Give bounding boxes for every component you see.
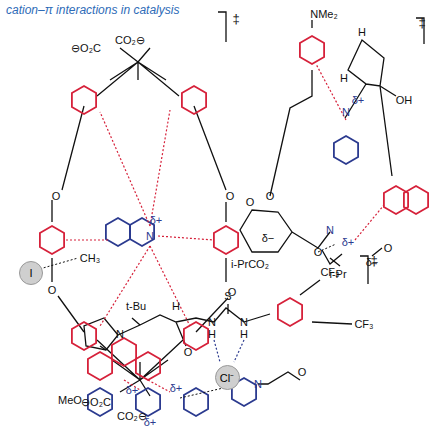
atom-label: i-PrCO₂ [231,259,269,270]
atom-label: H [358,27,366,38]
atom-label: δ+ [342,237,355,248]
atom-label: N [116,329,124,340]
figure-title: cation–π interactions in catalysis [6,3,179,17]
atom-label: δ− [366,257,379,268]
atom-label: δ+ [144,417,157,428]
atom-label: CF₃ [320,267,339,278]
atom-label: ⊖O₂C [71,43,101,54]
atom-label: ⊖O₂C [81,397,111,408]
atom-label: H [340,73,348,84]
atom-label: O [384,243,393,254]
atom-label: O [314,247,323,258]
atom-label: δ+ [150,215,163,226]
atom-label: S [224,291,231,302]
atom-label: H [240,329,248,340]
atom-label: O [48,285,57,296]
counter-ion-circle: I [19,261,43,285]
atom-label: O [226,191,235,202]
atom-label: O [52,191,61,202]
atom-label: CF₃ [354,319,373,330]
atom-label: MeO [58,395,82,406]
atom-label: N [146,231,154,242]
atom-label: δ+ [126,385,139,396]
atom-label: CO₂⊖ [117,411,147,422]
atom-label: δ+ [352,95,365,106]
atom-label: t-Bu [126,301,146,312]
atom-label: δ+ [170,383,183,394]
counter-ion-circle: Cl⁻ [215,365,240,390]
atom-label: N [326,225,334,236]
atom-label: CO₂⊖ [115,35,145,46]
atom-label: O [298,367,307,378]
atom-label: O [184,347,193,358]
atom-label: H [172,301,180,312]
atom-label: N [342,107,350,118]
atom-label: NMe₂ [310,9,338,20]
atom-label: N [254,379,262,390]
transition-state-mark: ‡ [232,12,239,25]
atom-label: OH [396,95,413,106]
atom-label: O [266,191,275,202]
ion-label: I [29,267,32,279]
atom-label: O [246,197,255,208]
atom-label: N [240,317,248,328]
atom-label: N [208,317,216,328]
transition-state-mark: ‡ [418,16,425,29]
ion-label: Cl⁻ [220,370,234,385]
atom-label: CH₃ [80,253,100,264]
atom-label: δ− [262,233,275,244]
atom-label: H [208,329,216,340]
